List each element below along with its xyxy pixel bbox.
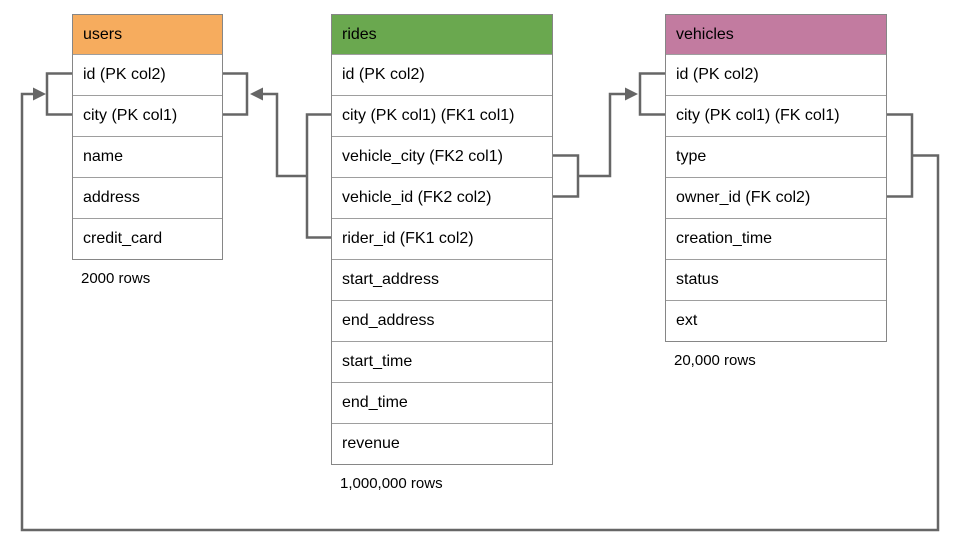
table-column: end_time [332,382,552,423]
rides-to-vehicles-line [578,92,625,178]
table-column: address [73,177,222,218]
users-pk-right-bracket [223,72,249,116]
table-column: type [666,136,886,177]
table-column: revenue [332,423,552,464]
arrowhead-into-vehicles-left [625,87,638,101]
vehicles-fk-bracket [887,113,914,198]
arrowhead-into-users-left [33,87,46,101]
table-rides-columns: id (PK col2)city (PK col1) (FK1 col1)veh… [332,54,552,464]
table-column: id (PK col2) [666,54,886,95]
table-rides: rides id (PK col2)city (PK col1) (FK1 co… [331,14,553,492]
rides-to-users-line [262,92,307,178]
table-column: id (PK col2) [332,54,552,95]
table-column: city (PK col1) [73,95,222,136]
rides-fk2-bracket [553,154,580,198]
table-vehicles: vehicles id (PK col2)city (PK col1) (FK … [665,14,887,369]
table-column: vehicle_id (FK2 col2) [332,177,552,218]
vehicles-pk-left-bracket [638,72,665,116]
table-vehicles-header: vehicles [666,15,886,54]
table-column: id (PK col2) [73,54,222,95]
table-rides-rowcount: 1,000,000 rows [340,475,443,492]
table-column: rider_id (FK1 col2) [332,218,552,259]
table-users-rowcount: 2000 rows [81,270,151,287]
table-column: start_address [332,259,552,300]
table-rides-box: rides id (PK col2)city (PK col1) (FK1 co… [331,14,553,465]
table-vehicles-rowcount: 20,000 rows [674,352,756,369]
table-column: name [73,136,222,177]
table-column: start_time [332,341,552,382]
table-column: creation_time [666,218,886,259]
table-column: status [666,259,886,300]
table-column: vehicle_city (FK2 col1) [332,136,552,177]
table-users-header: users [73,15,222,54]
table-column: credit_card [73,218,222,259]
users-pk-left-bracket [45,72,72,116]
table-column: city (PK col1) (FK col1) [666,95,886,136]
table-column: owner_id (FK col2) [666,177,886,218]
relationship-rides-users [223,72,331,239]
rides-fk1-bracket [305,113,331,239]
table-column: city (PK col1) (FK1 col1) [332,95,552,136]
table-vehicles-box: vehicles id (PK col2)city (PK col1) (FK … [665,14,887,342]
table-vehicles-columns: id (PK col2)city (PK col1) (FK col1)type… [666,54,886,341]
table-column: ext [666,300,886,341]
arrowhead-into-users-right [250,87,263,101]
relationship-rides-vehicles [553,72,665,198]
table-column: end_address [332,300,552,341]
table-rides-header: rides [332,15,552,54]
